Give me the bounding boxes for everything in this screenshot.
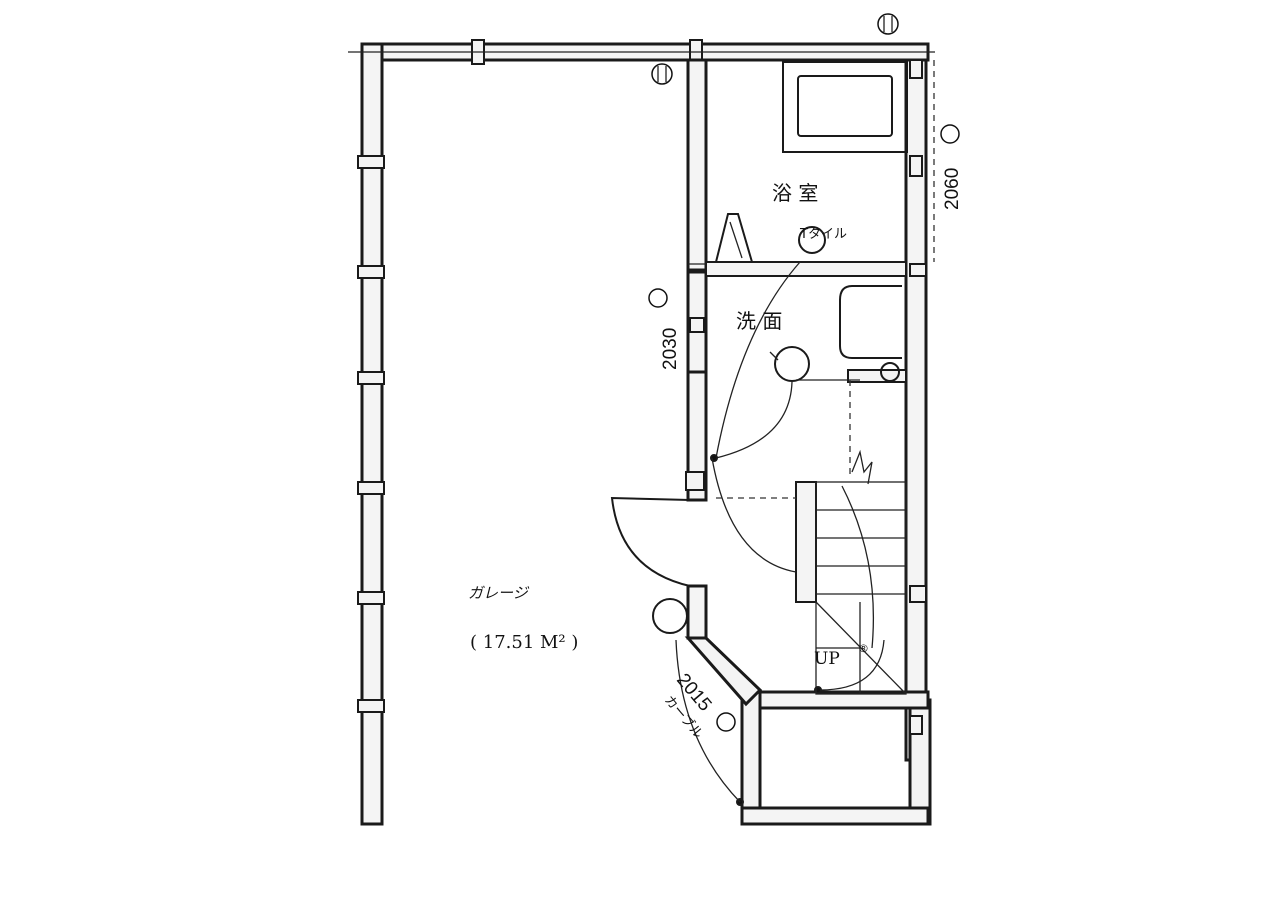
- dimension-mark-wash: [648, 288, 668, 308]
- garage-walls: [348, 39, 935, 826]
- interior-partitions: [684, 58, 932, 826]
- door-swings: [610, 380, 851, 803]
- note-tile: Tタイル: [799, 227, 847, 242]
- dimension-mark-entry: [716, 712, 736, 732]
- light-fixture: [798, 226, 826, 254]
- stairs-up-label: UP: [814, 649, 840, 669]
- bathtub: [782, 61, 908, 153]
- dimension-mark-bath: [940, 124, 960, 144]
- light-fixture: [880, 362, 900, 382]
- bath-door: [715, 213, 753, 263]
- garage-area: ( 17.51 M² ): [470, 632, 578, 653]
- wall-ticks: [685, 59, 935, 735]
- height-marker: [877, 13, 899, 35]
- room-label-garage: ガレージ: [468, 584, 530, 602]
- dimension-bath-height: 2060: [942, 168, 963, 210]
- room-label-bath: 浴 室: [772, 181, 818, 205]
- washbasin: [839, 285, 902, 359]
- staircase: [815, 449, 907, 695]
- height-marker: [651, 63, 673, 85]
- stairs-marker: ®: [858, 642, 869, 655]
- light-fixture: [652, 598, 688, 634]
- room-label-washroom: 洗 面: [736, 309, 782, 333]
- light-fixture: [774, 346, 810, 382]
- dimension-wash-height: 2030: [660, 328, 681, 370]
